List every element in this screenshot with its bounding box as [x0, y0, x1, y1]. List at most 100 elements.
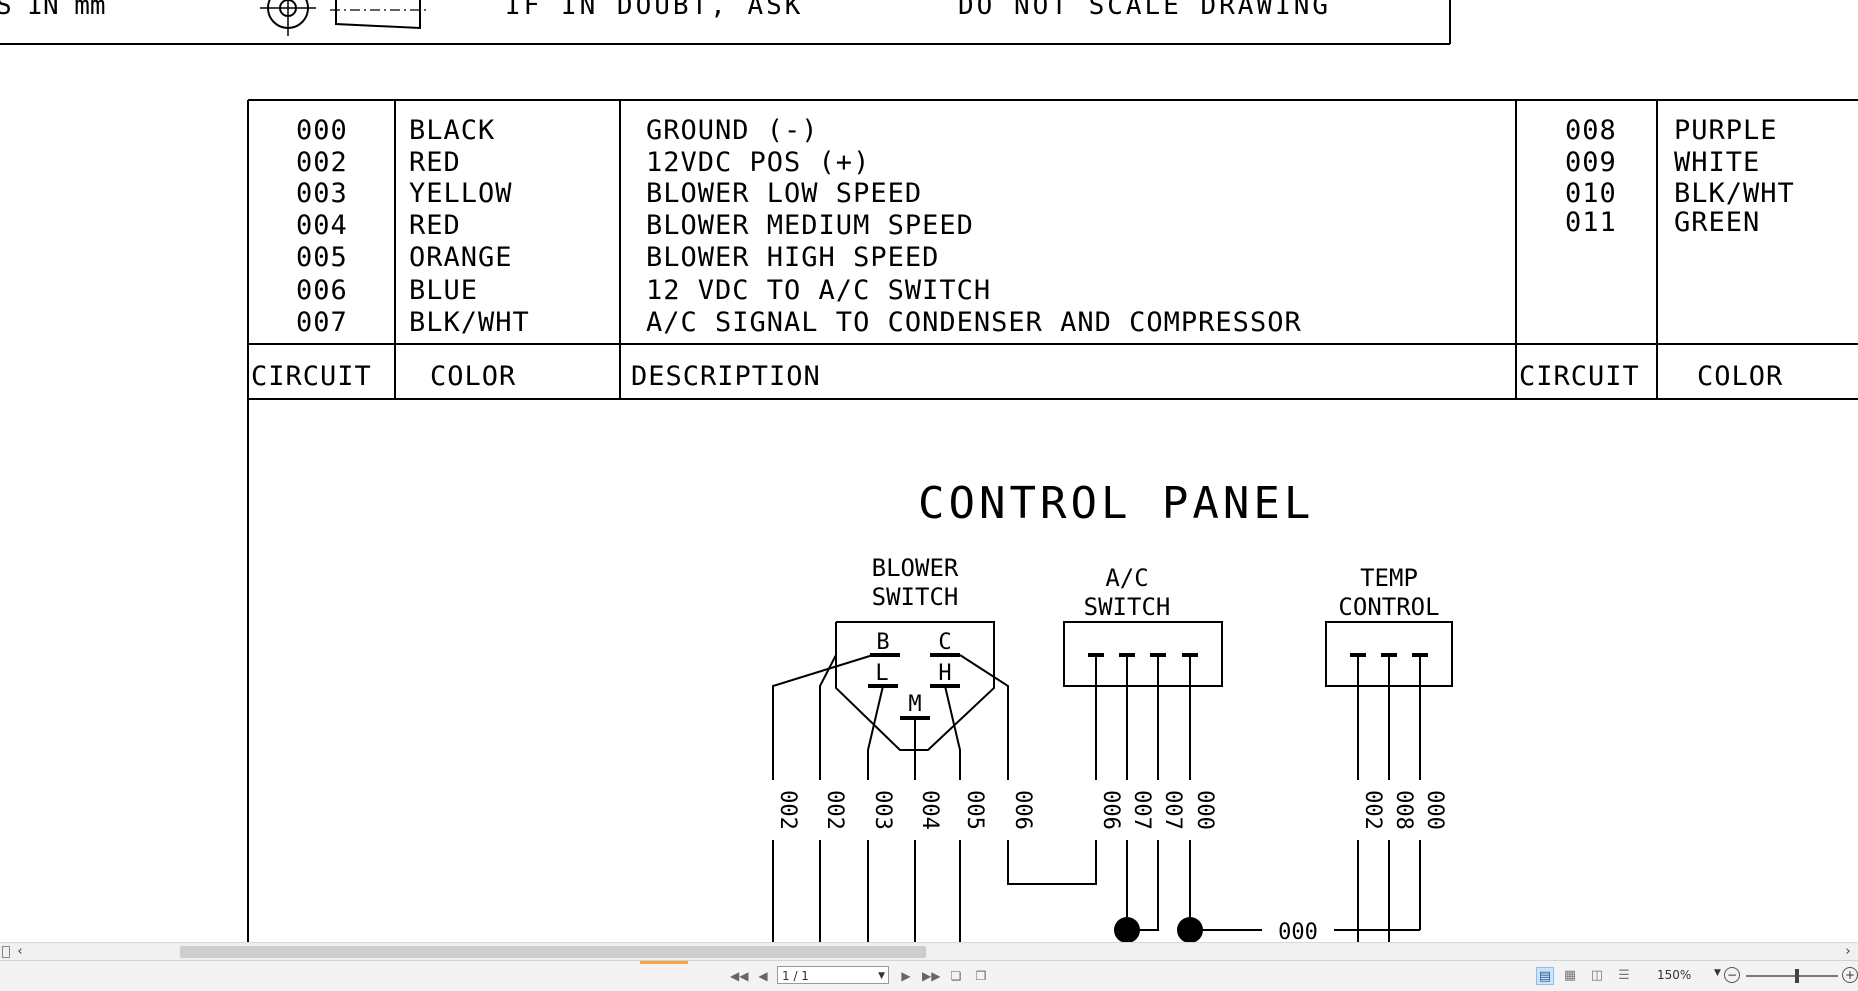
svg-text:C: C	[938, 630, 951, 655]
svg-text:005: 005	[962, 790, 987, 830]
header-color: COLOR	[1697, 361, 1783, 392]
single-page-view-icon[interactable]: ▤	[1536, 967, 1554, 985]
previous-page-icon[interactable]: ◀	[758, 969, 768, 983]
svg-text:003: 003	[296, 178, 348, 209]
scrollbar-thumb[interactable]	[180, 946, 926, 958]
accent-strip	[640, 961, 688, 964]
svg-text:BLOWER HIGH SPEED: BLOWER HIGH SPEED	[646, 242, 939, 273]
svg-text:006: 006	[1010, 790, 1035, 830]
table-row: 005 ORANGE BLOWER HIGH SPEED	[296, 242, 939, 273]
header-color: COLOR	[430, 361, 516, 392]
svg-text:004: 004	[296, 210, 348, 241]
wiring	[772, 654, 1421, 942]
page-copy-icon[interactable]: ❏	[950, 969, 962, 983]
status-bar: ◀◀ ◀ 1 / 1 ▼ ▶ ▶▶ ❏ ❐ ▤ ▦ ◫ ☰ 150% ▼ − +	[0, 960, 1858, 991]
table-row: 009 WHITE	[1565, 147, 1759, 178]
schematic-drawing: S IN mm IF IN DOUBT, ASK DO NOT SCALE DR…	[0, 0, 1858, 942]
svg-text:YELLOW: YELLOW	[409, 178, 513, 209]
svg-text:005: 005	[296, 242, 348, 273]
svg-text:004: 004	[917, 790, 942, 830]
table-row: 008 PURPLE	[1565, 115, 1778, 146]
table-row: 000 BLACK GROUND (-)	[296, 115, 819, 146]
zoom-slider-thumb[interactable]	[1795, 969, 1799, 983]
svg-text:002: 002	[775, 790, 800, 830]
page-layers-icon[interactable]: ❐	[975, 969, 987, 983]
page-number-field[interactable]: 1 / 1 ▼	[777, 966, 889, 984]
svg-text:008: 008	[1391, 790, 1416, 830]
scroll-right-icon[interactable]: ›	[1845, 944, 1851, 959]
svg-text:006: 006	[1098, 790, 1123, 830]
svg-text:BLOWER LOW SPEED: BLOWER LOW SPEED	[646, 178, 922, 209]
projection-symbol-icon	[260, 0, 426, 36]
chevron-down-icon[interactable]: ▼	[878, 971, 885, 981]
svg-text:010: 010	[1565, 178, 1617, 209]
ground-wire-label: 000	[1278, 920, 1318, 942]
table-row: 007 BLK/WHT A/C SIGNAL TO CONDENSER AND …	[296, 307, 1301, 338]
table-row: 006 BLUE 12 VDC TO A/C SWITCH	[296, 275, 991, 306]
facing-view-icon[interactable]: ◫	[1590, 968, 1604, 983]
continuous-view-icon[interactable]: ▦	[1563, 968, 1577, 983]
svg-text:BLOWER: BLOWER	[872, 554, 959, 582]
svg-text:RED: RED	[409, 210, 461, 241]
first-page-icon[interactable]: ◀◀	[730, 969, 749, 983]
scale-note: DO NOT SCALE DRAWING	[958, 0, 1331, 21]
junction-dot	[1177, 917, 1203, 942]
svg-text:000: 000	[1422, 790, 1447, 830]
zoom-out-icon[interactable]: −	[1724, 967, 1740, 983]
svg-text:003: 003	[870, 790, 895, 830]
svg-text:006: 006	[296, 275, 348, 306]
svg-text:12 VDC TO A/C SWITCH: 12 VDC TO A/C SWITCH	[646, 275, 991, 306]
svg-text:PURPLE: PURPLE	[1674, 115, 1778, 146]
next-page-icon[interactable]: ▶	[901, 969, 911, 983]
svg-text:007: 007	[1160, 790, 1185, 830]
zoom-level[interactable]: 150%	[1657, 968, 1692, 982]
horizontal-scrollbar[interactable]: ‹ ›	[0, 942, 1858, 961]
svg-text:TEMP: TEMP	[1360, 564, 1418, 592]
page-indicator: 1 / 1	[782, 969, 809, 983]
svg-text:BLK/WHT: BLK/WHT	[1674, 178, 1795, 209]
split-handle-icon[interactable]	[2, 946, 10, 958]
svg-text:B: B	[876, 630, 889, 655]
diagram-title: CONTROL PANEL	[918, 478, 1314, 529]
zoom-dropdown-icon[interactable]: ▼	[1714, 968, 1721, 978]
table-row: 002 RED 12VDC POS (+)	[296, 147, 870, 178]
continuous-facing-view-icon[interactable]: ☰	[1618, 968, 1630, 983]
zoom-in-icon[interactable]: +	[1842, 967, 1858, 983]
title-block: S IN mm IF IN DOUBT, ASK DO NOT SCALE DR…	[0, 0, 1451, 45]
svg-text:007: 007	[1129, 790, 1154, 830]
svg-text:ORANGE: ORANGE	[409, 242, 513, 273]
zoom-slider-track[interactable]	[1746, 975, 1838, 977]
wire-labels: 002 002 003 004 005 006 006 007 007 000 …	[775, 790, 1447, 830]
svg-text:CONTROL: CONTROL	[1338, 593, 1439, 621]
header-circuit: CIRCUIT	[1519, 361, 1640, 392]
svg-text:GROUND (-): GROUND (-)	[646, 115, 819, 146]
wire-table-rows: 000 BLACK GROUND (-) 002 RED 12VDC POS (…	[296, 115, 1795, 338]
blower-switch: BLOWER SWITCH B C L H M	[835, 554, 995, 751]
svg-text:000: 000	[1192, 790, 1217, 830]
junction-dot	[1114, 917, 1140, 942]
table-row: 011 GREEN	[1565, 207, 1760, 238]
svg-text:GREEN: GREEN	[1674, 207, 1760, 238]
wire-table	[247, 99, 1858, 942]
header-description: DESCRIPTION	[631, 361, 821, 392]
svg-text:H: H	[938, 661, 951, 686]
header-circuit: CIRCUIT	[251, 361, 372, 392]
ac-switch: A/C SWITCH	[1063, 564, 1223, 687]
table-row: 004 RED BLOWER MEDIUM SPEED	[296, 210, 973, 241]
svg-text:002: 002	[296, 147, 348, 178]
svg-text:009: 009	[1565, 147, 1617, 178]
svg-text:007: 007	[296, 307, 348, 338]
svg-text:12VDC POS (+): 12VDC POS (+)	[646, 147, 870, 178]
table-row: 003 YELLOW BLOWER LOW SPEED	[296, 178, 922, 209]
scroll-left-icon[interactable]: ‹	[17, 944, 23, 959]
svg-text:002: 002	[822, 790, 847, 830]
svg-text:008: 008	[1565, 115, 1617, 146]
last-page-icon[interactable]: ▶▶	[922, 969, 941, 983]
svg-text:BLK/WHT: BLK/WHT	[409, 307, 530, 338]
svg-text:BLUE: BLUE	[409, 275, 478, 306]
drawing-viewport[interactable]: S IN mm IF IN DOUBT, ASK DO NOT SCALE DR…	[0, 0, 1858, 942]
svg-text:RED: RED	[409, 147, 461, 178]
table-row: 010 BLK/WHT	[1565, 178, 1795, 209]
units-text: S IN mm	[0, 0, 106, 21]
svg-text:L: L	[875, 661, 888, 686]
